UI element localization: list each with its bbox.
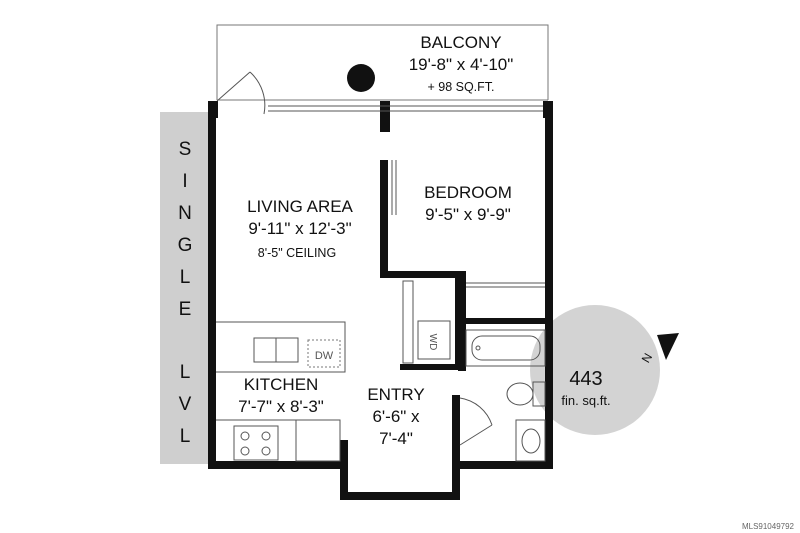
walls — [208, 101, 553, 500]
bathtub — [465, 329, 546, 367]
washer-dryer: WD — [402, 280, 451, 364]
balcony-area: + 98 SQ.FT. — [427, 80, 494, 94]
balcony-fixture-icon — [347, 64, 375, 92]
living-label: LIVING AREA 9'-11" x 12'-3" 8'-5" CEILIN… — [247, 197, 353, 260]
level-letter: S — [179, 139, 192, 160]
level-label: S I N G L E L V L — [178, 139, 193, 447]
bedroom-name: BEDROOM — [424, 183, 512, 202]
level-letter: L — [180, 267, 191, 288]
stove — [233, 425, 279, 461]
entry-dims-line2: 7'-4" — [379, 429, 413, 448]
balcony-door-swing — [249, 71, 266, 115]
living-dims: 9'-11" x 12'-3" — [248, 219, 351, 238]
balcony-name: BALCONY — [420, 33, 501, 52]
level-letter: I — [182, 171, 187, 192]
kitchen-dims: 7'-7" x 8'-3" — [238, 397, 324, 416]
watermark: MLS91049792 — [742, 522, 795, 531]
balcony-label: BALCONY 19'-8" x 4'-10" + 98 SQ.FT. — [409, 33, 514, 94]
kitchen-name: KITCHEN — [244, 375, 319, 394]
balcony-dims: 19'-8" x 4'-10" — [409, 55, 514, 74]
area-badge — [530, 305, 660, 435]
washer-dryer-label: WD — [427, 334, 438, 351]
kitchen-counter: DW — [216, 321, 346, 462]
living-ceiling: 8'-5" CEILING — [258, 246, 336, 260]
living-name: LIVING AREA — [247, 197, 353, 216]
level-letter: N — [178, 203, 192, 224]
level-band — [160, 112, 210, 464]
bath-door-swing — [459, 397, 493, 426]
balcony — [216, 24, 549, 101]
fridge — [295, 419, 341, 462]
area-value: 443 — [569, 368, 602, 390]
bedroom-label: BEDROOM 9'-5" x 9'-9" — [424, 183, 512, 224]
entry-label: ENTRY 6'-6" x 7'-4" — [367, 385, 424, 448]
bath-vanity — [515, 419, 546, 462]
bedroom-dims: 9'-5" x 9'-9" — [425, 205, 511, 224]
dishwasher — [307, 339, 341, 368]
toilet — [506, 381, 546, 407]
level-letter: V — [179, 394, 192, 415]
dishwasher-label: DW — [315, 350, 334, 362]
entry-name: ENTRY — [367, 385, 424, 404]
compass-arrow-icon — [657, 333, 679, 360]
level-letter: E — [179, 299, 192, 320]
area-unit: fin. sq.ft. — [561, 393, 610, 408]
entry-dims-line1: 6'-6" x — [372, 407, 420, 426]
level-letter: G — [178, 235, 193, 256]
kitchen-label: KITCHEN 7'-7" x 8'-3" — [238, 375, 324, 416]
level-letter: L — [180, 426, 191, 447]
level-letter: L — [180, 362, 191, 383]
